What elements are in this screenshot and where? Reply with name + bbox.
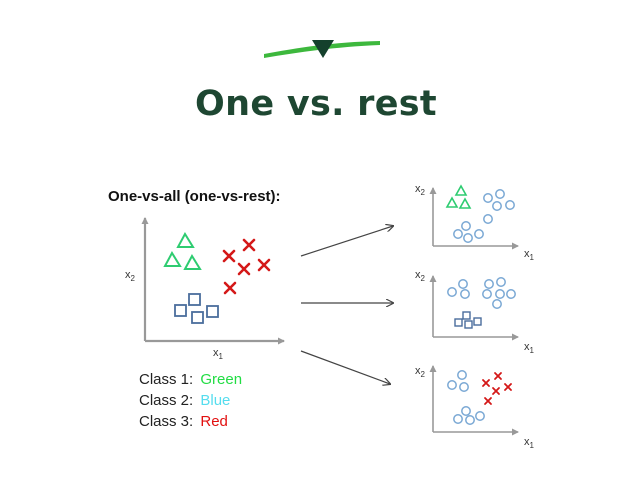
blue-circle-marker — [483, 193, 493, 203]
plot2-y-axis-label: x2 — [415, 269, 426, 283]
blue-square-marker — [188, 293, 201, 306]
arrow-to-plot-3 — [300, 350, 390, 384]
plot1-y-axis-label: x2 — [415, 183, 426, 197]
main-green-triangles — [163, 231, 202, 270]
main-plot: x2 x1 — [125, 217, 285, 361]
diagram-subtitle: One-vs-all (one-vs-rest): — [108, 188, 281, 205]
blue-circle-marker — [506, 289, 516, 299]
red-cross-marker — [492, 387, 500, 395]
legend-label: Class 2: — [139, 392, 194, 409]
header-decoration — [262, 34, 384, 64]
main-red-crosses — [222, 238, 271, 295]
green-triangle-marker — [183, 253, 202, 270]
plot3-x-axis-label: x1 — [524, 436, 535, 450]
blue-circle-marker — [461, 406, 471, 416]
plot-red-vs-rest: x2 x1 — [415, 365, 535, 450]
legend-row-class-3: Class 3: Red — [139, 411, 242, 432]
red-cross-marker — [237, 262, 251, 276]
red-cross-marker — [257, 258, 271, 272]
swoosh-icon — [264, 40, 380, 58]
red-cross-marker — [484, 397, 492, 405]
red-cross-marker — [482, 379, 490, 387]
legend-label: Class 3: — [139, 413, 194, 430]
arrow-to-plot-1 — [300, 226, 393, 257]
page-title: One vs. rest — [195, 84, 437, 124]
main-axes — [141, 217, 285, 345]
blue-square-marker — [174, 304, 187, 317]
legend-row-class-2: Class 2: Blue — [139, 390, 242, 411]
blue-circle-marker — [457, 370, 467, 380]
main-x-axis-label: x1 — [213, 347, 224, 361]
blue-circle-marker — [495, 289, 505, 299]
blue-circle-marker — [482, 289, 492, 299]
blue-circle-marker — [460, 289, 470, 299]
plot3-y-axis-label: x2 — [415, 365, 426, 379]
blue-circle-marker — [463, 233, 473, 243]
main-y-axis-label: x2 — [125, 269, 136, 283]
blue-circle-marker — [465, 415, 475, 425]
blue-square-marker — [464, 320, 473, 329]
blue-circle-marker — [453, 229, 463, 239]
blue-circle-marker — [492, 201, 502, 211]
red-cross-marker — [222, 249, 236, 263]
blue-circle-marker — [495, 189, 505, 199]
legend-value-blue: Blue — [200, 392, 231, 409]
blue-square-marker — [454, 318, 463, 327]
connecting-arrows — [300, 226, 393, 384]
blue-circle-marker — [492, 299, 502, 309]
plot1-x-axis-label: x1 — [524, 248, 535, 262]
plot-blue-vs-rest: x2 x1 — [415, 269, 535, 355]
legend-value-red: Red — [200, 413, 228, 430]
class-legend: Class 1: Green Class 2: Blue Class 3: Re… — [139, 369, 242, 432]
blue-circle-marker — [453, 414, 463, 424]
blue-square-marker — [191, 311, 204, 324]
plot-green-vs-rest: x2 x1 — [415, 183, 535, 262]
plot2-x-axis-label: x1 — [524, 341, 535, 355]
red-cross-marker — [504, 383, 512, 391]
legend-label: Class 1: — [139, 371, 194, 388]
blue-circle-marker — [458, 279, 468, 289]
blue-circle-marker — [447, 287, 457, 297]
blue-circle-marker — [459, 382, 469, 392]
blue-circle-marker — [474, 229, 484, 239]
green-triangle-marker — [176, 231, 195, 248]
green-triangle-marker — [163, 250, 182, 267]
red-cross-marker — [242, 238, 256, 252]
green-triangle-marker — [454, 184, 468, 196]
green-triangle-marker — [458, 197, 472, 209]
main-blue-squares — [174, 293, 219, 324]
blue-square-marker — [206, 305, 219, 318]
blue-circle-marker — [447, 380, 457, 390]
blue-circle-marker — [475, 411, 485, 421]
legend-value-green: Green — [200, 371, 243, 388]
green-triangle-marker — [445, 196, 459, 208]
blue-circle-marker — [461, 221, 471, 231]
blue-circle-marker — [505, 200, 515, 210]
red-cross-marker — [494, 372, 502, 380]
red-cross-marker — [223, 281, 237, 295]
blue-circle-marker — [496, 277, 506, 287]
blue-circle-marker — [483, 214, 493, 224]
blue-square-marker — [473, 317, 482, 326]
blue-square-marker — [462, 311, 471, 320]
legend-row-class-1: Class 1: Green — [139, 369, 242, 390]
blue-circle-marker — [484, 279, 494, 289]
